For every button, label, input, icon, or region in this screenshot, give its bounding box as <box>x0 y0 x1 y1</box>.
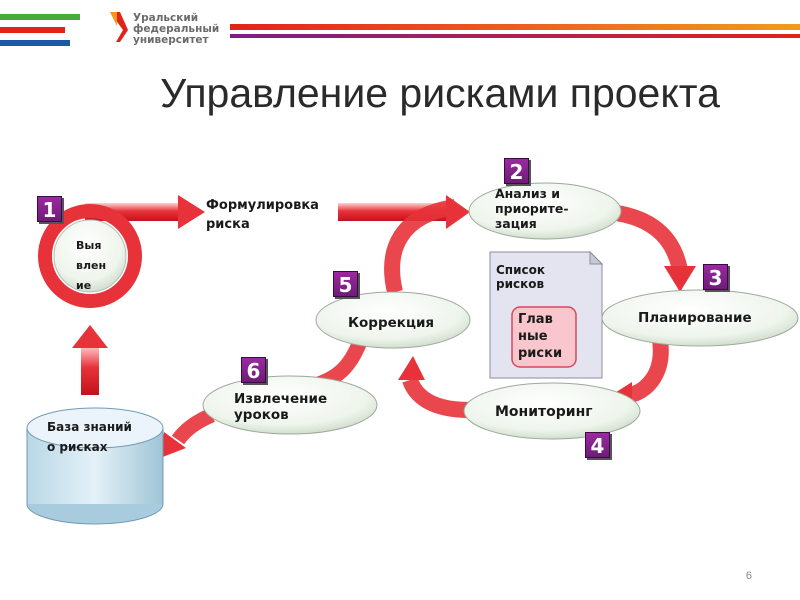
analysis-ellipse <box>468 182 622 240</box>
page-title: Управление рисками проекта <box>160 70 720 116</box>
analysis-label-line-2: приорите- <box>495 201 569 216</box>
main-risks-label-line-1: Глав <box>518 312 553 327</box>
correction-label: Коррекция <box>348 315 435 331</box>
step-3-badge: 3 <box>703 264 728 290</box>
arrow-monitoring-to-correction <box>402 376 471 418</box>
lessons-label-line-1: Извлечение <box>234 391 328 407</box>
university-name: Уральский федеральный университет <box>133 13 219 46</box>
monitoring-label: Мониторинг <box>495 404 593 420</box>
risk-list-label: Список рисков <box>496 263 545 291</box>
identify-label-line-3: ие <box>76 279 92 292</box>
formulate-label: Формулировка риска <box>206 196 319 234</box>
main-risks-box <box>511 306 577 368</box>
identify-label-line-2: влен <box>76 259 107 272</box>
logo-line-1: Уральский <box>133 12 199 24</box>
main-risks-label: Глав ные риски <box>518 311 562 362</box>
analysis-label-line-3: зация <box>495 216 537 231</box>
risk-list-label-line-1: Список <box>496 263 546 277</box>
formulate-label-line-2: риска <box>206 217 250 232</box>
knowledge-base-cylinder <box>26 407 164 525</box>
arrow-correction-to-analysis <box>384 199 457 294</box>
step-5-badge: 5 <box>333 271 358 297</box>
planning-label: Планирование <box>638 310 752 326</box>
main-risks-label-line-3: риски <box>518 346 563 361</box>
analysis-label-line-1: Анализ и <box>495 186 561 201</box>
identify-ring <box>38 204 142 308</box>
formulate-label-line-1: Формулировка <box>206 198 319 213</box>
knowledge-base-label-line-1: База знаний <box>47 420 132 434</box>
identify-circle <box>53 219 127 293</box>
lessons-label-line-2: уроков <box>234 407 289 423</box>
arrow-analysis-to-planning <box>608 204 688 272</box>
university-logo-icon <box>110 12 128 42</box>
step-6-badge: 6 <box>241 357 266 383</box>
step-4-badge: 4 <box>585 432 610 458</box>
page-number: 6 <box>745 570 752 582</box>
logo-line-2: федеральный <box>133 23 220 35</box>
monitoring-ellipse <box>463 382 641 440</box>
step-2-badge: 2 <box>504 158 529 184</box>
logo-line-3: университет <box>133 34 209 46</box>
knowledge-base-label: База знаний о рисках <box>47 417 132 457</box>
knowledge-base-label-line-2: о рисках <box>47 440 108 454</box>
identify-label: Выя влен ие <box>76 236 106 296</box>
lessons-label: Извлечение уроков <box>234 391 327 423</box>
analysis-label: Анализ и приорите- зация <box>495 186 569 231</box>
risk-list-label-line-2: рисков <box>496 277 545 291</box>
arrow-planning-to-monitoring <box>627 338 669 403</box>
arrow-lessons-to-base <box>171 408 215 445</box>
planning-ellipse <box>601 289 799 347</box>
arrow-base-to-identify <box>72 325 108 395</box>
lessons-ellipse <box>202 375 378 435</box>
step-1-badge: 1 <box>37 196 62 222</box>
main-risks-label-line-2: ные <box>518 329 548 344</box>
identify-label-line-1: Выя <box>76 239 102 252</box>
correction-ellipse <box>315 291 471 349</box>
